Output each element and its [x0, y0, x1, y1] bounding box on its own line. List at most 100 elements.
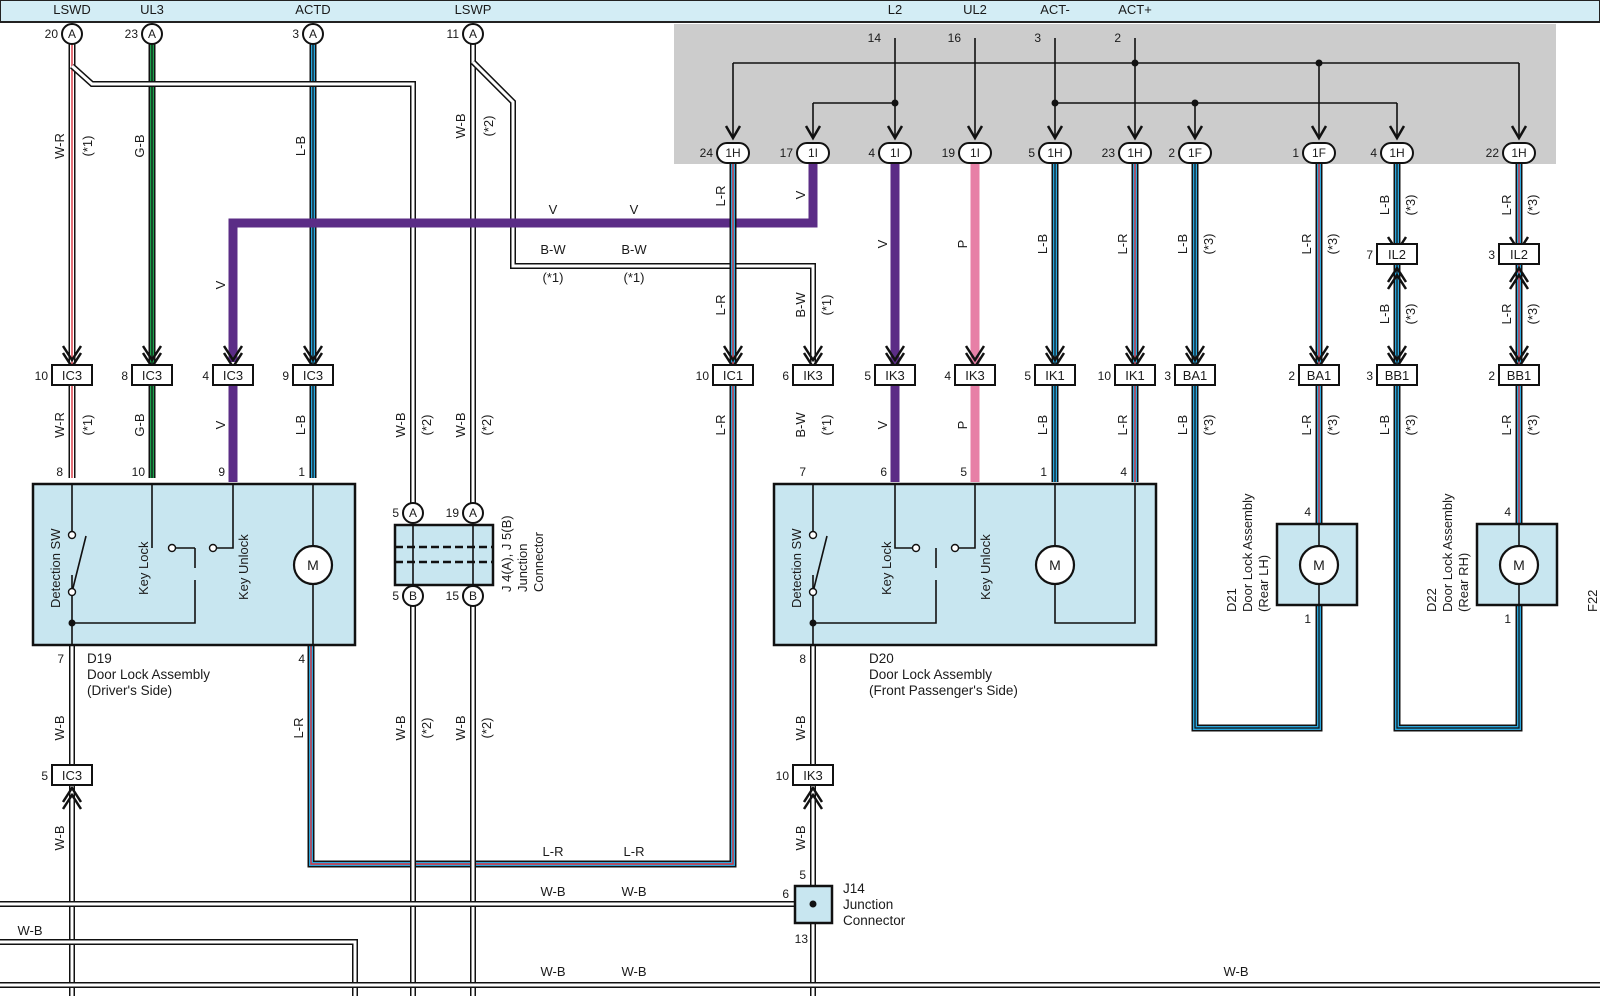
- wire-lr-loop-fill: [309, 150, 735, 866]
- ecu-pin-number: 22: [1486, 146, 1500, 160]
- dot-4: [1131, 59, 1139, 67]
- d19-side: (Driver's Side): [87, 683, 172, 698]
- row-connector-name: IK3: [965, 368, 985, 383]
- header-pin-number: 23: [125, 27, 139, 41]
- wire-label-vertical: W-B: [453, 715, 468, 740]
- row-connector-pin: 2: [1288, 369, 1295, 383]
- j14-dot: [809, 900, 817, 908]
- d22-side: (Rear RH): [1456, 553, 1471, 612]
- il2-connector-pin: 3: [1488, 248, 1495, 262]
- ecu-pin-oval: [1302, 142, 1336, 164]
- wire-label-vertical: V: [213, 280, 228, 289]
- ecu-pin-connector: 1I: [808, 146, 818, 160]
- dot-2: [1051, 99, 1059, 107]
- row-connector-pin: 9: [282, 369, 289, 383]
- row-connector-box: [954, 364, 996, 386]
- wire-label-vertical: W-B: [453, 412, 468, 437]
- wire-label-vertical: (*3): [1525, 304, 1540, 325]
- terminal-label-act-minus: ACT-: [1040, 2, 1070, 17]
- wire-ba1-loop-stripe: [1194, 150, 1320, 729]
- dot-1: [891, 99, 899, 107]
- dot-5: [1315, 59, 1323, 67]
- j14-pin-6: 6: [782, 887, 789, 901]
- ecu-pin-connector: 1H: [725, 146, 740, 160]
- wire-label-vertical: L-B: [1175, 234, 1190, 254]
- wire-label-horizontal: B-W: [621, 242, 647, 257]
- d21-code: D21: [1224, 588, 1239, 612]
- d22-name: Door Lock Assembly: [1440, 493, 1455, 612]
- d21-motor-icon: [1298, 544, 1340, 586]
- wire-label-vertical: V: [875, 239, 890, 248]
- wire-label-vertical: (*3): [1325, 234, 1340, 255]
- d20-pin-8: 8: [799, 652, 806, 666]
- header-pin-number: 20: [45, 27, 59, 41]
- terminal-label-ul3: UL3: [140, 2, 164, 17]
- ecu-pin-number: 23: [1102, 146, 1116, 160]
- row-connector-box: [51, 364, 93, 386]
- d20-side: (Front Passenger's Side): [869, 683, 1018, 698]
- d19-pin-4: 4: [298, 652, 305, 666]
- wire-label-vertical: W-B: [793, 715, 808, 740]
- row-connector-pin: 10: [696, 369, 710, 383]
- ecu-pin-arrow: [1388, 125, 1406, 141]
- d21-name: Door Lock Assembly: [1240, 493, 1255, 612]
- wire-label-vertical: W-B: [393, 412, 408, 437]
- row-connector-pin: 6: [782, 369, 789, 383]
- wire-label-horizontal: (*1): [543, 270, 564, 285]
- wire-label-vertical: V: [213, 420, 228, 429]
- terminal-label-lswd: LSWD: [53, 2, 91, 17]
- d20-contact-1: [808, 530, 818, 540]
- row-connector-name: IC3: [142, 368, 162, 383]
- wire-label-vertical: (*3): [1201, 415, 1216, 436]
- wire-label-vertical: (*1): [80, 415, 95, 436]
- wire-label-vertical: W-B: [453, 113, 468, 138]
- row-connector-pin: 5: [864, 369, 871, 383]
- wires: [0, 44, 1600, 996]
- row-connector-box: [212, 364, 254, 386]
- d20-pin-5: 5: [960, 465, 967, 479]
- wire-label-vertical: L-R: [713, 415, 728, 436]
- row-connector-name: IC3: [223, 368, 243, 383]
- d22-code: D22: [1424, 588, 1439, 612]
- wire-label-vertical: L-R: [1499, 195, 1514, 216]
- junction-j4-j5: A A B B 5 19 5 15 J 4(A), J 5(B) Junctio…: [392, 502, 546, 607]
- d21-side: (Rear LH): [1256, 555, 1271, 612]
- j14-name-2: Connector: [843, 913, 906, 928]
- wire-label-vertical: P: [955, 421, 970, 430]
- header-pin-number: 3: [292, 27, 299, 41]
- wire-label-vertical: L-R: [1499, 304, 1514, 325]
- d19-pin-7: 7: [57, 652, 64, 666]
- wire-label-vertical: W-R: [52, 133, 67, 159]
- d19-detection-sw-label: Detection SW: [48, 528, 63, 608]
- wire-label-vertical: W-B: [52, 825, 67, 850]
- wire-lswd-branch-fill: [70, 64, 415, 510]
- wire-label-vertical: B-W: [793, 412, 808, 438]
- wire-label-vertical: L-R: [1299, 234, 1314, 255]
- row-connector-box: [874, 364, 916, 386]
- row-connector-box: [1376, 364, 1418, 386]
- d19-contact-4: [208, 543, 218, 553]
- j45-label-1: J 4(A), J 5(B): [499, 515, 514, 592]
- wire-label-vertical: (*2): [481, 116, 496, 137]
- dot-3: [1191, 99, 1199, 107]
- j45-pin-19-top: 19: [446, 506, 460, 520]
- lower-connector-pin: 10: [776, 769, 790, 783]
- ecu-header-pin-number: 2: [1114, 31, 1121, 45]
- j45-letter-b1: B: [409, 589, 417, 603]
- j45-pin-15-bot: 15: [446, 589, 460, 603]
- ecu-pin-connector: 1I: [970, 146, 980, 160]
- ecu-header-bar: [0, 0, 1600, 23]
- wire-label-vertical: G-B: [132, 134, 147, 157]
- ecu-pin-connector: 1H: [1047, 146, 1062, 160]
- d20-inner-lines: [812, 484, 1136, 645]
- ecu-pin-oval: [796, 142, 830, 164]
- d19-junction-dot: [68, 619, 76, 627]
- d21-pin-1: 1: [1304, 612, 1311, 626]
- d20-pin-7: 7: [799, 465, 806, 479]
- component-d20: M Detection SW Key Lock Key Unlock 7 6 5…: [772, 465, 1158, 698]
- ecu-header-pin-number: 3: [1034, 31, 1041, 45]
- wire-label-vertical: (*2): [479, 718, 494, 739]
